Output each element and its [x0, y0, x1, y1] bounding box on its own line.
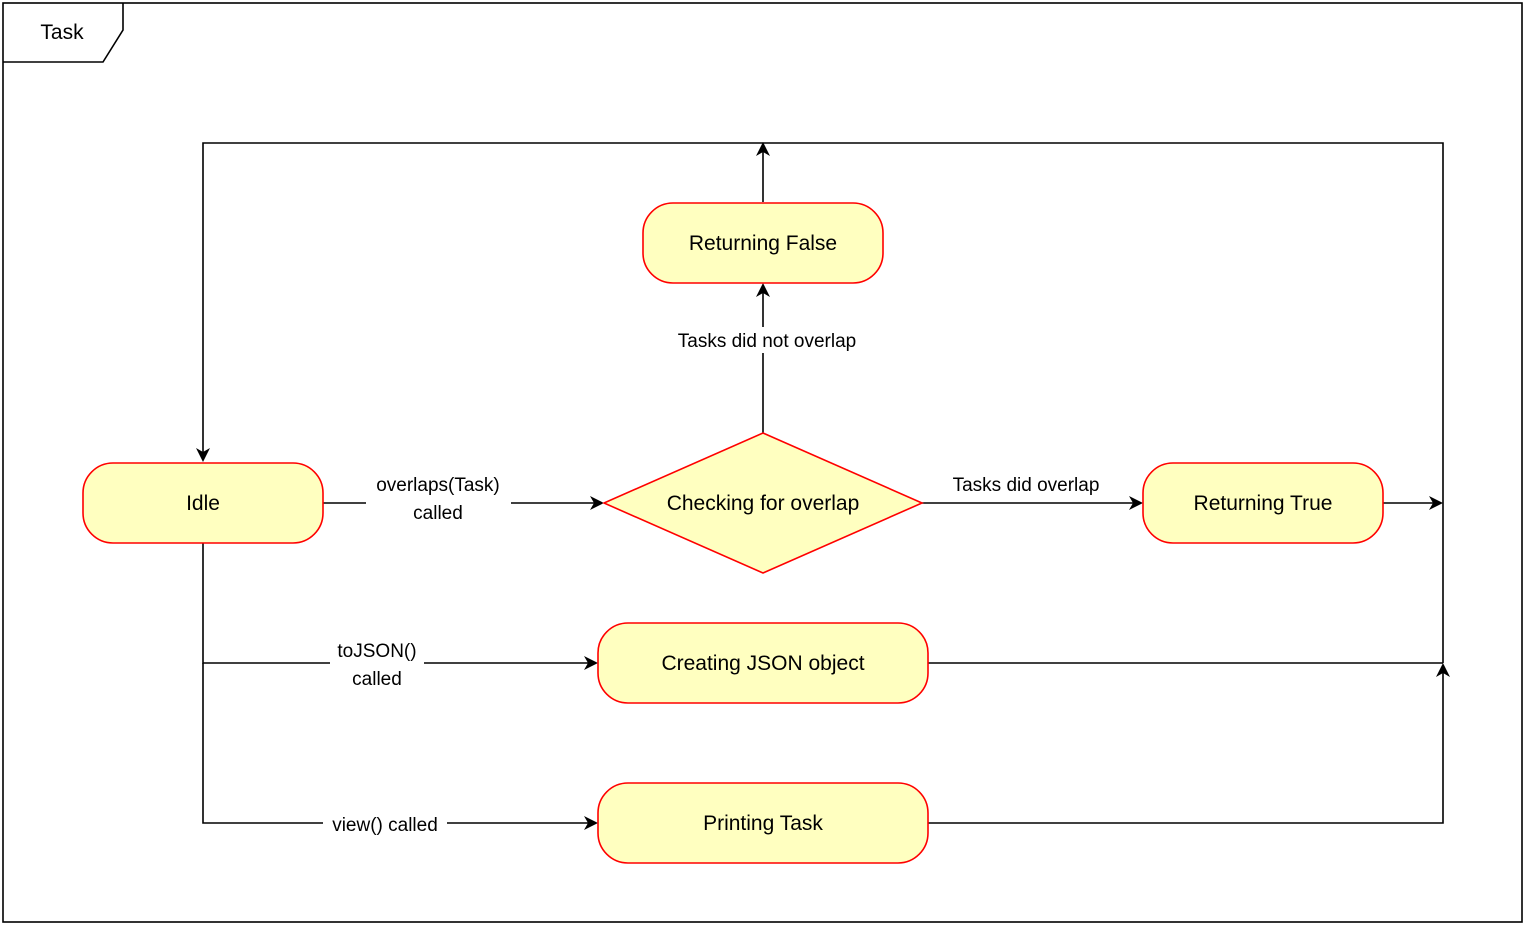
label-not-overlap: Tasks did not overlap: [678, 331, 857, 352]
state-returning-false: Returning False: [642, 202, 884, 284]
frame-tab: [3, 3, 124, 63]
edge-loop-top: [196, 142, 1444, 663]
state-returning-true: Returning True: [1142, 462, 1384, 544]
state-creating-json-label: Creating JSON object: [661, 652, 864, 675]
edge-print-to-right: [928, 663, 1450, 824]
state-returning-false-label: Returning False: [689, 232, 837, 255]
label-overlaps-line1: overlaps(Task): [376, 475, 500, 496]
label-overlaps-line2: called: [413, 503, 463, 524]
label-tojson-line2: called: [352, 669, 402, 690]
state-checking-overlap: Checking for overlap: [602, 432, 924, 574]
state-checking-overlap-label: Checking for overlap: [667, 492, 860, 515]
frame-title: Task: [40, 21, 84, 44]
state-creating-json: Creating JSON object: [597, 622, 929, 704]
state-idle-label: Idle: [186, 492, 220, 515]
state-idle: Idle: [82, 462, 324, 544]
state-printing-task-label: Printing Task: [703, 812, 823, 835]
state-returning-true-label: Returning True: [1194, 492, 1333, 515]
label-tojson-line1: toJSON(): [337, 641, 416, 662]
label-view: view() called: [332, 815, 438, 836]
state-printing-task: Printing Task: [597, 782, 929, 864]
label-did-overlap: Tasks did overlap: [953, 475, 1100, 496]
edge-idle-to-print: [202, 663, 598, 830]
